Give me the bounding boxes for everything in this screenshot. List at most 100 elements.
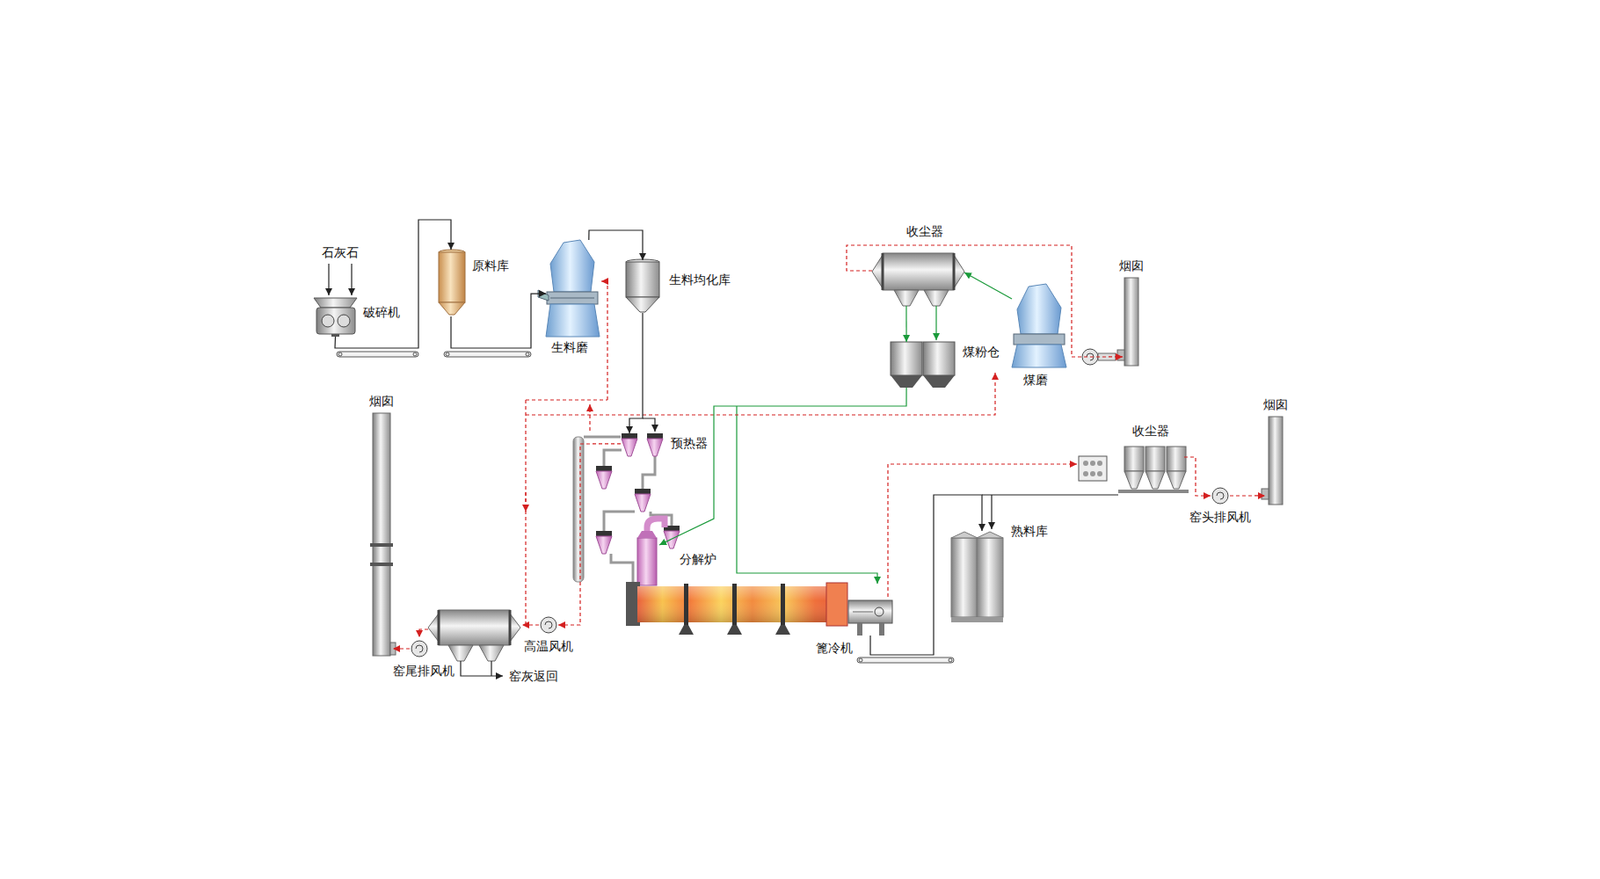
- clinker-silo: [951, 538, 978, 618]
- gas-flow-line: [525, 399, 608, 400]
- coal-flow-arrow: [659, 387, 907, 546]
- kiln-tail-collector: [428, 613, 439, 642]
- belt-conveyor: [443, 351, 531, 357]
- gas-flow-line: [419, 281, 996, 638]
- raw-mill-icon: [538, 240, 600, 337]
- chimney-icon: [1117, 349, 1125, 361]
- preheater-tower: [647, 438, 663, 457]
- crusher-icon: [313, 298, 357, 337]
- gas-flow-line: [419, 629, 429, 638]
- material-flow-line: [990, 494, 992, 530]
- chimney-icon: [370, 562, 393, 567]
- equipment-node: 分解炉: [634, 538, 660, 586]
- chimney-icon: [372, 413, 391, 656]
- calciner-body: [637, 518, 665, 586]
- equipment-label: 破碎机: [362, 305, 401, 320]
- material-flow-arrow: [870, 494, 982, 655]
- preheater-tower: [573, 433, 680, 582]
- kiln-head-collector: [1083, 471, 1089, 477]
- exhaust-fan: [1098, 353, 1116, 361]
- kiln-tail-collector: [479, 645, 504, 662]
- equipment-node: 生料均化库: [624, 260, 662, 313]
- belt-conveyor: [445, 352, 450, 357]
- equipment-node: 窑头排风机: [1210, 486, 1230, 506]
- chimney-icon: [1124, 277, 1139, 366]
- belt-conveyor: [857, 657, 954, 663]
- belt-conveyor: [858, 658, 863, 662]
- raw-mill-icon: [538, 290, 549, 301]
- equipment-label: 收尘器: [905, 224, 945, 240]
- equipment-label: 烟囱: [1262, 397, 1289, 413]
- calciner-body: [637, 538, 657, 586]
- gas-flow-arrow: [887, 464, 1077, 597]
- preheater-tower: [634, 494, 651, 512]
- gas-flow-line: [601, 281, 608, 400]
- dust-collector-icon: [952, 253, 956, 291]
- dust-collector-icon: [872, 253, 965, 306]
- clinker-silo: [951, 617, 1004, 623]
- equipment-node: 煤磨: [1011, 283, 1067, 368]
- coal-bin-icon: [890, 341, 923, 376]
- exhaust-fan: [411, 640, 428, 657]
- equipment-node: 煤粉仓: [887, 341, 960, 388]
- exhaust-fan: [540, 617, 557, 633]
- grate-cooler: [874, 607, 884, 617]
- chimney-icon: [1261, 488, 1269, 500]
- raw-mill-icon: [550, 240, 595, 292]
- material-flow-line: [642, 418, 655, 432]
- kiln-head-collector: [1090, 460, 1096, 466]
- clinker-silo: [976, 531, 1004, 539]
- belt-conveyor: [338, 352, 342, 357]
- calciner-body: [637, 530, 657, 539]
- exhaust-fan: [411, 349, 1229, 657]
- crusher-icon: [313, 298, 357, 308]
- dust-collector-icon: [953, 254, 965, 289]
- preheater-tower: [647, 433, 663, 439]
- equipment-label: 预热器: [669, 436, 709, 451]
- kiln-head-collector: [1097, 471, 1103, 477]
- coal-mill-icon: [1011, 283, 1067, 368]
- coal-mill-icon: [1017, 283, 1062, 335]
- kiln-head-collector: [1145, 471, 1165, 489]
- kiln-head-collector: [1145, 446, 1165, 472]
- material-flow-arrow: [589, 230, 643, 261]
- feed-arrow: [350, 263, 352, 296]
- coal-flow-line: [736, 305, 937, 584]
- rotary-kiln: [727, 625, 742, 635]
- kiln-head-collector: [1124, 446, 1144, 472]
- kiln-tail-collector: [428, 610, 521, 662]
- crusher-icon: [316, 307, 356, 335]
- equipment-label: 熟料库: [1010, 523, 1049, 539]
- kiln-head-collector: [1078, 446, 1189, 494]
- coal-bin-icon: [923, 341, 955, 376]
- coal-mill-icon: [1011, 344, 1067, 368]
- preheater-tower: [610, 553, 633, 582]
- raw-material-silo: [438, 302, 466, 315]
- clinker-silo: [976, 538, 1004, 618]
- gas-flow-line: [524, 492, 526, 512]
- coal-flow-line: [736, 406, 878, 584]
- preheater-tower: [634, 488, 651, 495]
- equipment-label: 窑尾排风机: [392, 663, 456, 679]
- raw-mill-icon: [545, 304, 600, 337]
- equipment-label: 篦冷机: [814, 640, 854, 656]
- crusher-icon: [337, 314, 350, 328]
- equipment-label: 原料库: [471, 258, 510, 274]
- rotary-kiln: [775, 625, 791, 635]
- rotary-kiln: [826, 582, 848, 626]
- material-flow-arrow: [629, 312, 643, 434]
- exhaust-fan: [415, 645, 423, 653]
- equipment-label: 收尘器: [1131, 423, 1171, 439]
- preheater-tower: [596, 536, 612, 554]
- grate-cooler: [879, 623, 885, 636]
- rotary-kiln: [625, 581, 848, 635]
- feed-arrow: [328, 263, 352, 296]
- material-flow-line: [981, 494, 1119, 495]
- rotary-kiln: [678, 625, 694, 635]
- material-flow-arrow: [334, 219, 451, 349]
- gas-flow-line: [524, 400, 526, 626]
- rotary-kiln: [780, 583, 786, 626]
- equipment-label: 煤磨: [1022, 372, 1049, 388]
- preheater-tower: [603, 450, 622, 466]
